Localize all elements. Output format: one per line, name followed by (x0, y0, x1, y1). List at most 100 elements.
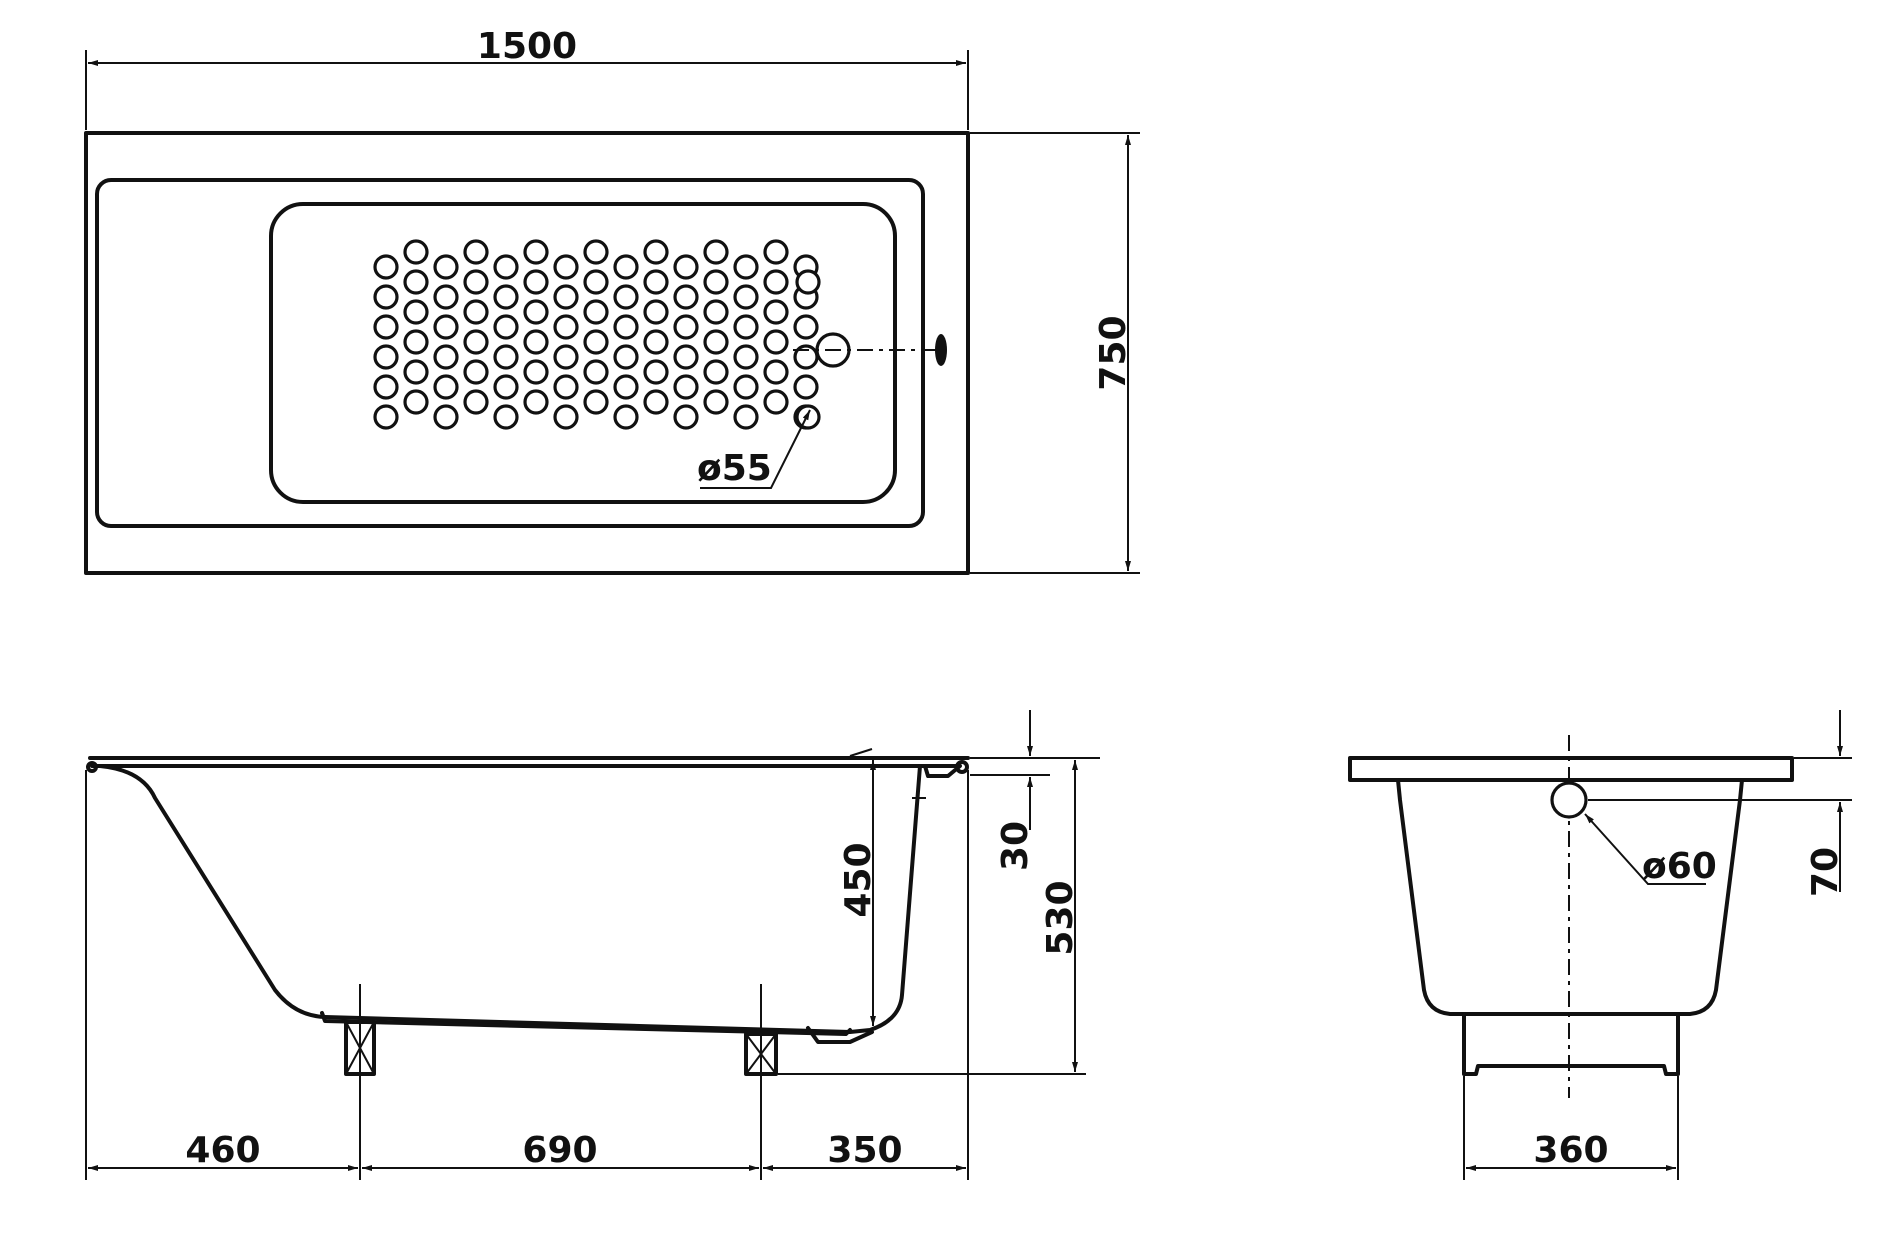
anti-slip-hole (643, 359, 669, 385)
overflow-diameter-leader (1584, 813, 1706, 885)
anti-slip-hole (613, 374, 639, 400)
anti-slip-hole (463, 269, 489, 295)
anti-slip-hole (523, 329, 549, 355)
anti-slip-dot-pattern (373, 239, 821, 430)
anti-slip-hole (673, 404, 699, 430)
leg-offset-left-label: 460 (185, 1130, 260, 1171)
anti-slip-hole (613, 254, 639, 280)
anti-slip-hole (763, 359, 789, 385)
anti-slip-hole (523, 299, 549, 325)
anti-slip-hole (493, 314, 519, 340)
anti-slip-hole (493, 344, 519, 370)
anti-slip-hole (613, 344, 639, 370)
side-tub-floor (320, 1011, 852, 1036)
anti-slip-hole (763, 239, 789, 265)
anti-slip-hole (643, 239, 669, 265)
side-rim-corner (86, 761, 98, 773)
anti-slip-hole (463, 329, 489, 355)
top-view: ø55 1500 750 (84, 26, 1140, 575)
anti-slip-hole (433, 284, 459, 310)
anti-slip-hole (673, 254, 699, 280)
anti-slip-hole (763, 389, 789, 415)
anti-slip-hole (793, 374, 819, 400)
anti-slip-hole (673, 284, 699, 310)
hole-diameter-label: ø55 (697, 448, 772, 489)
anti-slip-hole (673, 314, 699, 340)
anti-slip-hole (403, 269, 429, 295)
anti-slip-hole (703, 299, 729, 325)
overflow-height-label: 70 (1805, 847, 1846, 897)
anti-slip-hole (733, 314, 759, 340)
anti-slip-hole (703, 239, 729, 265)
overflow-slot (935, 334, 947, 366)
anti-slip-hole (643, 269, 669, 295)
anti-slip-hole (793, 314, 819, 340)
end-rim (1348, 756, 1794, 782)
anti-slip-hole (763, 299, 789, 325)
anti-slip-hole (463, 389, 489, 415)
anti-slip-hole (673, 344, 699, 370)
anti-slip-hole (795, 269, 821, 295)
anti-slip-hole (583, 359, 609, 385)
anti-slip-hole (703, 269, 729, 295)
width-dim-label: 750 (1093, 315, 1134, 390)
base-width-label: 360 (1533, 1130, 1608, 1171)
anti-slip-hole (643, 329, 669, 355)
tub-outer-rim (84, 131, 970, 575)
anti-slip-hole (583, 299, 609, 325)
anti-slip-hole (433, 254, 459, 280)
tub-inner-rim (95, 178, 925, 528)
anti-slip-hole (553, 374, 579, 400)
leg-offset-right-label: 350 (827, 1130, 902, 1171)
anti-slip-hole (433, 344, 459, 370)
anti-slip-hole (493, 404, 519, 430)
anti-slip-hole (373, 254, 399, 280)
side-view: 450 30 530 460 690 350 (85, 710, 1100, 1180)
side-drain-fitting (806, 1026, 874, 1044)
side-rim-detail (849, 748, 873, 757)
anti-slip-hole (523, 389, 549, 415)
overflow-offset-label: 30 (995, 821, 1036, 871)
anti-slip-hole (795, 404, 821, 430)
side-tub-body (98, 764, 922, 1034)
leg-spacing-label: 690 (522, 1130, 597, 1171)
anti-slip-hole (643, 389, 669, 415)
anti-slip-hole (403, 359, 429, 385)
anti-slip-hole (583, 389, 609, 415)
anti-slip-hole (493, 374, 519, 400)
anti-slip-hole (703, 389, 729, 415)
anti-slip-hole (433, 314, 459, 340)
anti-slip-hole (583, 239, 609, 265)
anti-slip-hole (403, 239, 429, 265)
anti-slip-hole (763, 269, 789, 295)
depth-dim-label: 450 (838, 842, 879, 917)
anti-slip-hole (373, 374, 399, 400)
overflow-fitting (955, 760, 969, 774)
anti-slip-hole (373, 314, 399, 340)
anti-slip-hole (403, 389, 429, 415)
anti-slip-hole (643, 299, 669, 325)
anti-slip-hole (523, 239, 549, 265)
anti-slip-hole (613, 404, 639, 430)
anti-slip-hole (613, 314, 639, 340)
anti-slip-hole (493, 254, 519, 280)
length-dim-label: 1500 (477, 26, 577, 67)
overflow-hole (1550, 781, 1588, 819)
anti-slip-hole (493, 284, 519, 310)
anti-slip-hole (373, 284, 399, 310)
anti-slip-hole (553, 404, 579, 430)
anti-slip-hole (553, 284, 579, 310)
anti-slip-hole (703, 359, 729, 385)
anti-slip-hole (733, 404, 759, 430)
anti-slip-hole (733, 284, 759, 310)
anti-slip-hole (763, 329, 789, 355)
anti-slip-hole (523, 269, 549, 295)
anti-slip-hole (523, 359, 549, 385)
anti-slip-hole (733, 344, 759, 370)
anti-slip-hole (583, 269, 609, 295)
anti-slip-hole (703, 329, 729, 355)
anti-slip-hole (463, 239, 489, 265)
anti-slip-hole (463, 359, 489, 385)
anti-slip-hole (673, 374, 699, 400)
